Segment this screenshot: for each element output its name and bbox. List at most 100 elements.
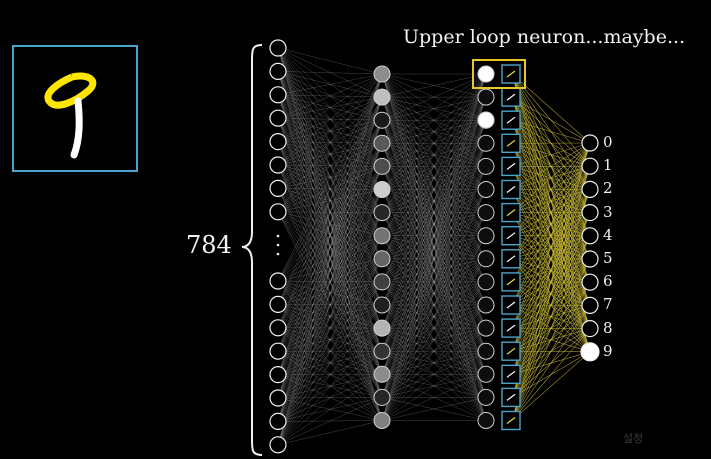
edge-in-h1 bbox=[277, 73, 383, 95]
edge-in-h1 bbox=[277, 166, 383, 445]
feature-stroke bbox=[506, 209, 516, 217]
edge-in-h1 bbox=[277, 47, 383, 75]
edge-in-h1 bbox=[277, 212, 383, 445]
output-neuron bbox=[581, 273, 599, 291]
edge-in-h1 bbox=[277, 327, 383, 445]
output-digit-label: 7 bbox=[603, 295, 613, 314]
hidden2-neuron bbox=[477, 319, 495, 337]
edge-h2-out bbox=[511, 258, 591, 421]
edge-h1-h2 bbox=[381, 73, 487, 213]
hidden1-neuron bbox=[373, 296, 391, 314]
input-neuron bbox=[269, 436, 287, 454]
edge-in-h1 bbox=[277, 73, 383, 282]
edge-h2-out bbox=[511, 142, 591, 398]
edge-in-h1 bbox=[277, 420, 383, 445]
edge-in-h1 bbox=[277, 73, 383, 212]
edge-h1-h2 bbox=[381, 73, 487, 236]
hidden1-neuron bbox=[373, 273, 391, 291]
input-neuron bbox=[269, 389, 287, 407]
feature-stroke bbox=[506, 255, 516, 263]
edge-in-h1 bbox=[277, 71, 383, 75]
edge-h2-out bbox=[511, 142, 591, 167]
feature-stroke bbox=[506, 370, 516, 378]
edge-h2-out bbox=[511, 212, 591, 421]
input-neuron bbox=[269, 62, 287, 81]
hidden2-neuron bbox=[477, 365, 495, 383]
edge-h1-h2 bbox=[381, 235, 487, 421]
edge-h1-h2 bbox=[381, 73, 487, 398]
edge-h1-h2 bbox=[381, 73, 487, 421]
feature-stroke bbox=[506, 93, 516, 101]
input-neuron bbox=[269, 412, 287, 430]
edge-in-h1 bbox=[277, 97, 383, 445]
output-digit-label: 3 bbox=[603, 202, 613, 221]
hidden1-neuron bbox=[373, 65, 391, 83]
hidden2-neuron bbox=[477, 388, 495, 406]
edge-in-h1 bbox=[277, 73, 383, 422]
input-neuron bbox=[269, 179, 287, 197]
hidden2-neuron bbox=[477, 181, 495, 198]
edge-h2-out bbox=[511, 142, 591, 259]
output-digit-label: 5 bbox=[603, 249, 613, 267]
feature-stroke bbox=[506, 301, 516, 309]
input-neuron bbox=[269, 86, 287, 104]
hidden1-neuron bbox=[373, 204, 391, 222]
edge-in-h1 bbox=[277, 73, 383, 399]
edge-h1-h2 bbox=[381, 351, 487, 421]
edge-in-h1 bbox=[277, 73, 383, 445]
edge-h1-h2 bbox=[381, 73, 487, 190]
feature-stroke bbox=[506, 186, 516, 193]
input-count-label: 784 bbox=[186, 231, 232, 259]
edge-in-h1 bbox=[277, 73, 383, 305]
feature-stroke bbox=[506, 162, 516, 170]
edge-h2-out bbox=[511, 142, 591, 213]
input-neuron bbox=[269, 319, 287, 337]
edge-in-h1 bbox=[277, 73, 383, 352]
edge-h1-h2 bbox=[381, 73, 487, 306]
input-neuron bbox=[269, 133, 287, 151]
input-neuron bbox=[269, 366, 287, 384]
hidden2-neuron bbox=[477, 134, 495, 152]
ellipsis-dot bbox=[276, 234, 280, 238]
edge-in-h1 bbox=[277, 397, 383, 445]
edge-h2-out bbox=[511, 142, 591, 421]
feature-stroke bbox=[506, 278, 516, 286]
edge-h2-out bbox=[511, 328, 591, 421]
hidden2-active-neuron bbox=[477, 111, 495, 129]
hidden2-neuron bbox=[477, 412, 495, 429]
edge-h1-h2 bbox=[381, 212, 487, 421]
edge-h1-h2 bbox=[381, 73, 487, 329]
hidden1-neuron bbox=[373, 388, 391, 406]
edge-h2-out bbox=[511, 282, 591, 421]
edge-in-h1 bbox=[277, 281, 383, 445]
edge-h2-out bbox=[511, 142, 591, 352]
output-digit-label: 9 bbox=[603, 341, 613, 360]
output-neuron bbox=[580, 342, 600, 362]
edge-h1-h2 bbox=[381, 97, 487, 421]
hidden1-neuron bbox=[373, 319, 391, 337]
edge-h1-h2 bbox=[381, 143, 487, 421]
feature-stroke bbox=[506, 116, 516, 124]
edge-h2-out bbox=[511, 235, 591, 421]
edge-h1-h2 bbox=[381, 73, 487, 352]
edge-h2-out bbox=[511, 142, 591, 329]
ellipsis-dot bbox=[276, 252, 280, 256]
edge-h2-out bbox=[511, 142, 591, 236]
edge-h2-out bbox=[511, 166, 591, 421]
output-digit-label: 8 bbox=[603, 318, 613, 337]
feature-stroke bbox=[506, 417, 516, 424]
edge-h1-h2 bbox=[381, 73, 487, 375]
input-neuron bbox=[269, 109, 287, 127]
hidden2-neuron bbox=[477, 88, 495, 106]
input-neuron bbox=[269, 342, 287, 360]
output-digit-label: 4 bbox=[603, 225, 613, 244]
edge-h1-h2 bbox=[381, 166, 487, 421]
hidden1-neuron bbox=[373, 157, 391, 175]
edge-in-h1 bbox=[277, 73, 383, 375]
feature-stroke bbox=[506, 232, 516, 240]
edge-h2-out bbox=[511, 142, 591, 190]
edge-h1-h2 bbox=[381, 73, 487, 259]
edge-in-h1 bbox=[277, 351, 383, 445]
edge-h1-h2 bbox=[381, 73, 487, 121]
hidden2-neuron bbox=[477, 157, 495, 175]
